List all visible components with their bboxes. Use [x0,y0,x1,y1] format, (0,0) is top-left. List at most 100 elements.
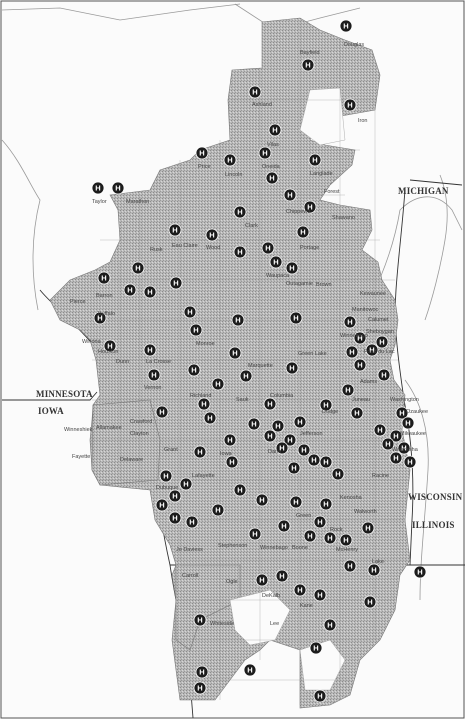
county-label: Wood [206,245,221,251]
hospital-marker: H [285,361,299,375]
hospital-marker: H [197,397,211,411]
svg-text:H: H [193,326,198,335]
svg-text:H: H [147,288,152,297]
svg-text:H: H [173,279,178,288]
county-label: Jo Daviess [176,547,203,553]
svg-text:H: H [197,684,202,693]
svg-text:H: H [307,203,312,212]
hospital-marker: H [283,188,297,202]
hospital-marker: H [345,345,359,359]
hospital-marker: H [319,497,333,511]
county-label: Langlade [310,171,333,177]
county-label: Ozaukee [406,409,429,415]
svg-text:H: H [215,380,220,389]
county-label: La Crosse [146,359,172,365]
svg-text:H: H [229,458,234,467]
hospital-marker: H [377,368,391,382]
svg-text:H: H [417,568,422,577]
svg-text:H: H [267,400,272,409]
county-label: Green Lake [298,351,327,357]
svg-text:H: H [347,318,352,327]
svg-text:H: H [172,492,177,501]
svg-text:H: H [247,666,252,675]
svg-text:H: H [399,409,404,418]
county-label: Eau Claire [172,243,198,249]
hospital-marker: H [205,228,219,242]
county-label: Bayfield [300,50,320,56]
hospital-marker: H [401,416,415,430]
il-lower-block [175,564,241,651]
svg-text:H: H [327,621,332,630]
hospital-marker: H [193,613,207,627]
county-label: Grant [164,447,178,453]
svg-text:H: H [101,274,106,283]
county-label: Vilas [267,142,279,148]
county-label: Ogle [226,579,238,585]
hospital-marker: H [183,305,197,319]
county-label: Price [198,164,211,170]
county-label: Waukesha [392,447,418,453]
hospital-marker: H [93,311,107,325]
county-label: Winona [82,339,101,345]
svg-text:H: H [393,454,398,463]
hospital-marker: H [193,445,207,459]
svg-text:H: H [281,522,286,531]
svg-text:H: H [183,480,188,489]
hospital-marker: H [323,618,337,632]
hospital-marker: H [261,241,275,255]
hospital-marker: H [263,429,277,443]
hospital-marker: H [248,527,262,541]
svg-text:H: H [393,432,398,441]
county-label: Fond du Lac [364,349,395,355]
svg-text:H: H [189,518,194,527]
hospital-marker: H [363,595,377,609]
svg-text:H: H [273,258,278,267]
svg-text:H: H [97,314,102,323]
county-label: Walworth [354,509,377,515]
county-label: Lee [270,621,280,627]
svg-text:H: H [369,346,374,355]
svg-text:H: H [287,191,292,200]
svg-text:H: H [377,426,382,435]
county-label: Lincoln [225,172,243,178]
county-label: Milwaukee [400,431,426,437]
county-label: Dodge [322,409,339,415]
county-label: Sauk [236,397,249,403]
hospital-marker: H [195,146,209,160]
svg-text:H: H [300,228,305,237]
county-label: Winnebago [340,333,368,339]
hospital-marker: H [193,681,207,695]
hospital-marker: H [179,477,193,491]
hospital-marker: H [143,285,157,299]
county-label: Barron [96,293,113,299]
county-label: Brown [316,282,332,288]
hospital-marker: H [395,406,409,420]
hospital-marker: H [233,245,247,259]
svg-text:H: H [135,264,140,273]
svg-text:H: H [227,436,232,445]
county-label: Kewaunee [360,291,386,297]
svg-text:H: H [357,334,362,343]
hospital-marker: H [365,343,379,357]
svg-text:H: H [227,156,232,165]
svg-text:H: H [379,338,384,347]
svg-text:H: H [349,348,354,357]
hospital-marker: H [103,339,117,353]
hospital-marker: H [97,271,111,285]
svg-text:H: H [317,591,322,600]
svg-text:H: H [289,264,294,273]
county-label: Oneida [262,164,280,170]
hospital-marker: H [303,529,317,543]
county-label: Fayette [72,454,91,460]
svg-text:H: H [172,226,177,235]
county-label: Crawford [130,419,153,425]
svg-text:H: H [207,414,212,423]
svg-text:H: H [307,532,312,541]
svg-text:H: H [95,184,100,193]
svg-text:H: H [343,22,348,31]
county-label: Delaware [120,457,144,463]
svg-text:H: H [335,470,340,479]
hospital-marker: H [223,433,237,447]
county-label: Carroll [182,573,199,579]
hospital-marker: H [277,519,291,533]
